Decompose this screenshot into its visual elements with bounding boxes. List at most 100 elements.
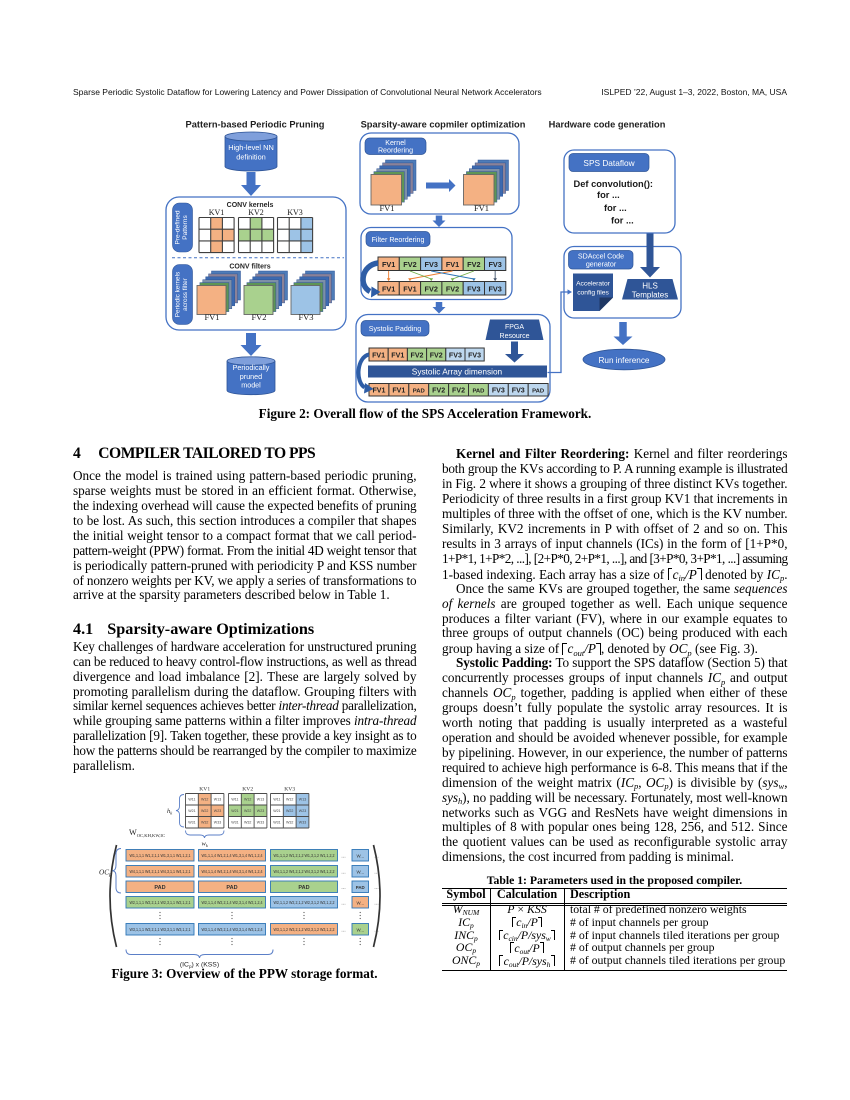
- svg-text:for ...: for ...: [611, 216, 634, 226]
- svg-text:...: ...: [341, 901, 346, 907]
- svg-text:FV3: FV3: [492, 387, 505, 395]
- svg-text:PAD: PAD: [413, 389, 425, 395]
- svg-text:W...: W...: [356, 870, 364, 875]
- svg-text:W12: W12: [286, 798, 293, 802]
- svg-text:PAD: PAD: [298, 885, 309, 891]
- svg-text:FV3: FV3: [449, 352, 462, 360]
- svg-text:W13: W13: [299, 798, 306, 802]
- svg-text:FV1: FV1: [392, 387, 405, 395]
- svg-text:...: ...: [341, 854, 346, 860]
- svg-text:W3,1,1,2 W3,2,1,2 W3,3,1,2 W3,: W3,1,1,2 W3,2,1,2 W3,3,1,2 W3,1,2,2: [274, 927, 336, 932]
- svg-text:pruned: pruned: [240, 372, 262, 381]
- svg-text:FV3: FV3: [488, 284, 501, 293]
- svg-text:Periodically: Periodically: [233, 363, 270, 372]
- svg-text:W32: W32: [201, 821, 208, 825]
- svg-text:Systolic Array dimension: Systolic Array dimension: [412, 366, 503, 376]
- svg-text:Resource: Resource: [500, 333, 530, 340]
- svg-text:W...: W...: [356, 928, 364, 933]
- svg-text:W2,1,1,4 W2,2,1,4 W2,3,1,4 W2,: W2,1,1,4 W2,2,1,4 W2,3,1,4 W2,1,2,4: [202, 900, 264, 905]
- svg-text:FV2: FV2: [403, 260, 416, 269]
- svg-text:FV2: FV2: [452, 387, 465, 395]
- svg-text:FV2: FV2: [430, 352, 443, 360]
- svg-text:Systolic Padding: Systolic Padding: [369, 325, 421, 333]
- svg-text:for ...: for ...: [604, 203, 627, 213]
- svg-text:...: ...: [341, 870, 346, 876]
- svg-text:W12: W12: [201, 798, 208, 802]
- svg-text:Pattern-based Periodic Pruning: Pattern-based Periodic Pruning: [186, 120, 325, 130]
- svg-text:W33: W33: [299, 821, 306, 825]
- svg-text:FV3: FV3: [468, 352, 481, 360]
- svg-text:wk: wk: [202, 841, 209, 848]
- svg-text:Reordering: Reordering: [378, 147, 413, 155]
- svg-text:...: ...: [374, 885, 379, 891]
- svg-text:FPGA: FPGA: [505, 324, 524, 331]
- svg-text:...: ...: [374, 928, 379, 934]
- svg-text:W31: W31: [231, 821, 238, 825]
- svg-text:W21: W21: [273, 809, 280, 813]
- svg-text:Filter Reordering: Filter Reordering: [372, 236, 425, 244]
- svg-text:W21: W21: [188, 809, 195, 813]
- svg-text:W4,1,1,1 W4,2,1,1 W4,3,1,1 W4,: W4,1,1,1 W4,2,1,1 W4,3,1,1 W4,1,2,1: [130, 869, 192, 874]
- svg-text:FV1: FV1: [391, 352, 404, 360]
- svg-text:Accelerator: Accelerator: [576, 281, 611, 288]
- svg-text:FV3: FV3: [488, 260, 501, 269]
- svg-text:FV2: FV2: [425, 284, 438, 293]
- svg-text:W...: W...: [356, 901, 364, 906]
- svg-text:PAD: PAD: [226, 885, 237, 891]
- svg-text:config files: config files: [577, 290, 609, 297]
- svg-text:FV3: FV3: [512, 387, 525, 395]
- svg-text:...: ...: [341, 885, 346, 891]
- svg-text:Periodic kernelsacross filter: Periodic kernelsacross filter: [175, 272, 190, 317]
- svg-text:Templates: Templates: [632, 290, 668, 299]
- svg-text:for ...: for ...: [597, 190, 620, 200]
- svg-text:W4,1,1,4 W4,2,1,4 W4,3,1,4 W4,: W4,1,1,4 W4,2,1,4 W4,3,1,4 W4,1,2,4: [202, 869, 264, 874]
- svg-text:Run inference: Run inference: [599, 356, 650, 365]
- svg-text:FV3: FV3: [298, 312, 313, 322]
- svg-text:FV1: FV1: [372, 352, 385, 360]
- svg-text:hk: hk: [167, 808, 173, 815]
- svg-text:W13: W13: [257, 798, 264, 802]
- svg-text:PAD: PAD: [356, 885, 365, 890]
- svg-text:High-level NN: High-level NN: [228, 143, 274, 152]
- svg-text:Hardware code generation: Hardware code generation: [549, 120, 666, 130]
- svg-text:W2,1,1,2 W2,2,1,2 W2,3,1,2 W2,: W2,1,1,2 W2,2,1,2 W2,3,1,2 W2,1,2,2: [274, 900, 336, 905]
- svg-text:W11: W11: [188, 798, 195, 802]
- svg-text:W21: W21: [231, 809, 238, 813]
- svg-text:W22: W22: [244, 809, 251, 813]
- svg-text:W...: W...: [356, 854, 364, 859]
- svg-text:KV3: KV3: [287, 208, 303, 217]
- svg-text:CONV kernels: CONV kernels: [227, 202, 274, 209]
- svg-text:PAD: PAD: [532, 389, 544, 395]
- svg-text:KV1: KV1: [199, 787, 210, 793]
- svg-text:W32: W32: [244, 821, 251, 825]
- svg-text:WOC,KH,KW,IC: WOC,KH,KW,IC: [129, 828, 165, 839]
- svg-text:...: ...: [374, 854, 379, 860]
- svg-text:FV2: FV2: [432, 387, 445, 395]
- svg-text:Pre-definedPatterns: Pre-definedPatterns: [175, 210, 190, 244]
- svg-text:W23: W23: [214, 809, 221, 813]
- svg-text:W3,1,1,4 W3,2,1,4 W3,3,1,4 W3,: W3,1,1,4 W3,2,1,4 W3,3,1,4 W3,1,2,4: [202, 927, 264, 932]
- svg-text:FV3: FV3: [425, 260, 438, 269]
- svg-text:W1,1,1,1 W1,2,1,1 W1,3,1,1 W1,: W1,1,1,1 W1,2,1,1 W1,3,1,1 W1,1,2,1: [130, 853, 192, 858]
- svg-text:KV2: KV2: [248, 208, 264, 217]
- svg-text:FV1: FV1: [372, 387, 385, 395]
- svg-text:...: ...: [374, 870, 379, 876]
- svg-text:model: model: [241, 380, 261, 389]
- svg-text:Def convolution():: Def convolution():: [574, 179, 654, 189]
- svg-text:W31: W31: [273, 821, 280, 825]
- svg-text:W33: W33: [214, 821, 221, 825]
- svg-text:FV2: FV2: [251, 312, 266, 322]
- svg-text:FV1: FV1: [382, 260, 395, 269]
- svg-text:W12: W12: [244, 798, 251, 802]
- svg-text:FV2: FV2: [467, 260, 480, 269]
- svg-text:W23: W23: [299, 809, 306, 813]
- svg-text:...: ...: [341, 928, 346, 934]
- svg-text:FV1: FV1: [204, 312, 219, 322]
- svg-text:Sparsity-aware copmiler optimi: Sparsity-aware copmiler optimization: [361, 120, 526, 130]
- svg-text:W3,1,1,1 W3,2,1,1 W3,3,1,1 W3,: W3,1,1,1 W3,2,1,1 W3,3,1,1 W3,1,2,1: [130, 927, 192, 932]
- svg-text:W33: W33: [257, 821, 264, 825]
- svg-text:PAD: PAD: [154, 885, 165, 891]
- svg-text:Kernel: Kernel: [385, 139, 406, 147]
- svg-text:W2,1,1,1 W2,2,1,1 W2,3,1,1 W2,: W2,1,1,1 W2,2,1,1 W2,3,1,1 W2,1,2,1: [130, 900, 192, 905]
- svg-text:OCp: OCp: [99, 869, 112, 879]
